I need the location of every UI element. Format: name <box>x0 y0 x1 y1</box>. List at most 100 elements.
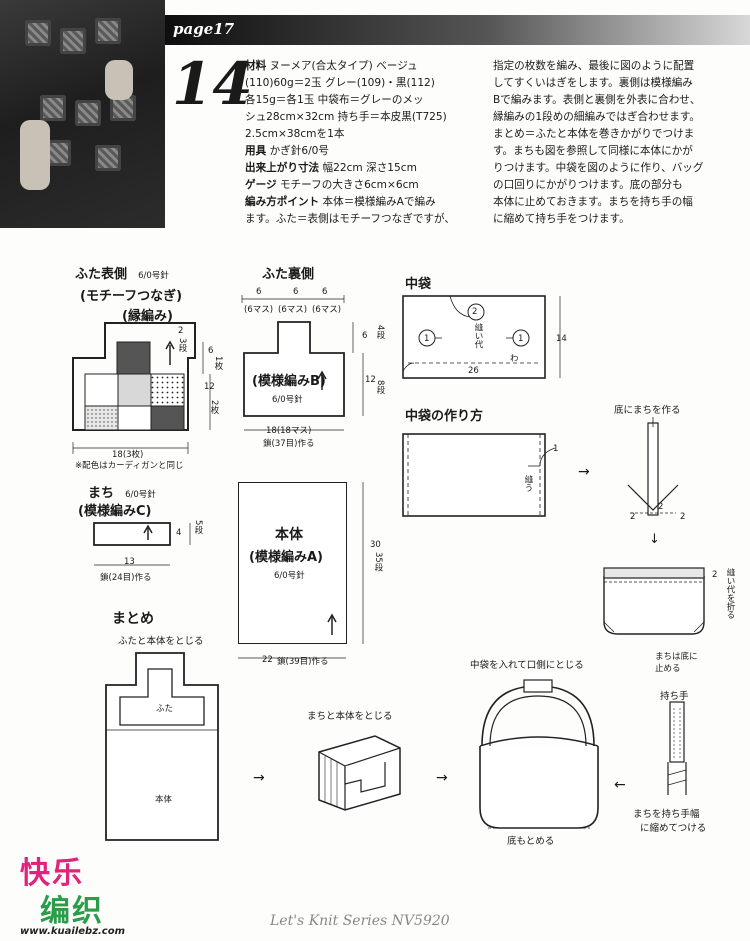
lid-back-mas-1: (6マス) <box>244 305 274 315</box>
lid-front-dim-3dan: 3段 <box>177 338 187 352</box>
arrow-left-icon: ← <box>614 777 626 793</box>
instruction-heading: 出来上がり寸法 <box>245 162 320 174</box>
lid-back-needle: 6/0号針 <box>272 395 303 405</box>
gusset-height: 4 <box>176 528 182 538</box>
inner-bag-num-1-right: 1 <box>518 334 524 344</box>
instruction-right-line: りつけます。中袋を図のように作り、バッグ <box>493 162 704 174</box>
instruction-left-line: 各15g＝各1玉 中袋布＝グレーのメッ <box>245 92 455 109</box>
lid-back-pattern: (模様編みB) <box>252 374 326 389</box>
instruction-text: ヌーメア(合太タイプ) ベージュ <box>269 60 418 72</box>
lid-front-dim-1mai: 1枚 <box>213 356 223 370</box>
inner-bag-num-1-left: 1 <box>424 334 430 344</box>
instruction-text: 各15g＝各1玉 中袋布＝グレーのメッ <box>245 94 424 106</box>
gusset-num-2b: 2 <box>658 502 664 512</box>
lid-front-dim-6: 6 <box>208 346 214 356</box>
instruction-left-line: 編み方ポイント 本体＝模様編みAで編み <box>245 194 455 211</box>
inner-bag-method-title: 中袋の作り方 <box>405 409 484 424</box>
arrow-right-icon: → <box>578 464 590 480</box>
body-pattern: (模様編みA) <box>249 550 323 565</box>
lid-back-title: ふた裏側 <box>262 267 315 282</box>
make-gusset-label: 底にまちを作る <box>614 405 681 416</box>
lid-front-note: ※配色はカーディガンと同じ <box>75 461 184 471</box>
instruction-text: 2.5cm×38cmを1本 <box>245 128 345 140</box>
shrink-label-1: まちを持ち手幅 <box>633 809 700 820</box>
instruction-heading: ゲージ <box>245 179 277 191</box>
lid-back-width: 18(18マス) <box>266 426 312 436</box>
body-panel <box>238 482 347 644</box>
lid-front-heading: ふた表側 6/0号針 <box>75 263 169 282</box>
series-footer: Let's Knit Series NV5920 <box>270 913 450 929</box>
lid-back-top-3: 6 <box>322 287 328 297</box>
gusset-note-1: まちは底に <box>655 652 698 662</box>
gusset-cast-on: 鎖(24目)作る <box>100 573 152 583</box>
page-banner: page17 <box>165 15 750 45</box>
inner-bag-seam: 縫い代 <box>473 323 483 349</box>
lid-back-dim-6: 6 <box>362 331 368 341</box>
inner-bag-method-sew: 縫う <box>523 475 533 492</box>
gusset-heading: まち 6/0号針 <box>88 482 156 501</box>
body-cast-on: 鎖(39目)作る <box>277 657 329 667</box>
instruction-right-line: 指定の枚数を編み、最後に図のように配置 <box>493 60 695 72</box>
inner-bag-num-2: 2 <box>472 307 478 317</box>
lid-back-dim-4dan: 4段 <box>375 325 385 339</box>
inner-bag-height: 14 <box>556 334 567 344</box>
instruction-heading: 材料 <box>245 60 267 72</box>
instruction-left-line: ます。ふた＝表側はモチーフつなぎですが、 <box>245 211 455 228</box>
instruction-text: (110)60g＝2玉 グレー(109)・黒(112) <box>245 77 435 89</box>
instruction-left-line: 出来上がり寸法 幅22cm 深さ15cm <box>245 160 455 177</box>
gusset-num-2a: 2 <box>630 512 636 522</box>
lid-front-dim-12: 12 <box>204 382 215 392</box>
instruction-left-line: (110)60g＝2玉 グレー(109)・黒(112) <box>245 75 455 92</box>
body-width: 22 <box>262 655 273 665</box>
instruction-right-line: の口回りにかがりつけます。底の部分も <box>493 179 683 191</box>
lid-back-mas-3: (6マス) <box>312 305 342 315</box>
body-height: 30 <box>370 540 381 550</box>
gusset-needle: 6/0号針 <box>125 490 156 500</box>
instruction-heading: 編み方ポイント <box>245 196 320 208</box>
lid-back-dim-12: 12 <box>365 375 376 385</box>
inner-bag-width: 26 <box>468 366 479 376</box>
fold-num-2: 2 <box>712 570 718 580</box>
gusset-pattern: (模様編みC) <box>78 504 152 519</box>
body-dims <box>238 482 364 659</box>
lid-back-top-2: 6 <box>293 287 299 297</box>
instruction-text: モチーフの大きさ6cm×6cm <box>279 179 419 191</box>
instruction-right-line: す。まちも図を参照して同様に本体にかが <box>493 145 693 157</box>
instruction-heading: 用具 <box>245 145 267 157</box>
lid-front-dim-2mai: 2枚 <box>209 400 219 414</box>
page-label: page17 <box>173 20 235 38</box>
body-rows: 35段 <box>373 552 383 572</box>
instruction-left-line: 2.5cm×38cmを1本 <box>245 126 455 143</box>
inner-bag-method-diagram <box>402 433 556 517</box>
gusset-num-2c: 2 <box>680 512 686 522</box>
assembly-body-label: 本体 <box>155 795 173 805</box>
assembly-title: まとめ <box>112 611 154 627</box>
assembly-body-diagram <box>105 652 219 841</box>
logo-url[interactable]: www.kuailebz.com <box>20 926 126 937</box>
instruction-text: ます。ふた＝表側はモチーフつなぎですが、 <box>245 213 455 225</box>
lid-back-dim-8dan: 8段 <box>375 380 385 394</box>
lid-front-width: 18(3枚) <box>112 450 144 460</box>
assembly-finished-bag <box>479 679 599 829</box>
assembly-box-diagram <box>318 735 401 811</box>
arrow-down-icon: ↓ <box>649 532 660 547</box>
gusset-note-2: 止める <box>655 664 681 674</box>
arrow-right-icon-2: → <box>253 770 265 786</box>
lid-front-title: ふた表側 <box>75 267 128 282</box>
arrow-right-icon-3: → <box>436 770 448 786</box>
instruction-right-line: 縁編みの1段めの細編みではぎ合わせます。 <box>493 111 700 123</box>
lid-front-sub1: (モチーフつなぎ) <box>80 289 183 304</box>
fold-seam-label: 縫い代を折る <box>725 568 735 619</box>
lid-back-cast-on: 鎖(37目)作る <box>263 439 315 449</box>
pattern-number: 14 <box>172 50 253 118</box>
inner-bag-finished-diagram <box>603 567 705 635</box>
lid-back-mas-2: (6マス) <box>278 305 308 315</box>
handle-diagram <box>667 701 687 795</box>
logo-text-1: 快乐 <box>20 856 84 891</box>
instruction-left-line: シュ28cm×32cm 持ち手＝本皮黒(T725) <box>245 109 455 126</box>
gusset-rows: 5段 <box>193 520 203 534</box>
instruction-text: かぎ針6/0号 <box>269 145 329 157</box>
instruction-left-line: 用具 かぎ針6/0号 <box>245 143 455 160</box>
gusset-fold-diagram <box>627 417 679 516</box>
